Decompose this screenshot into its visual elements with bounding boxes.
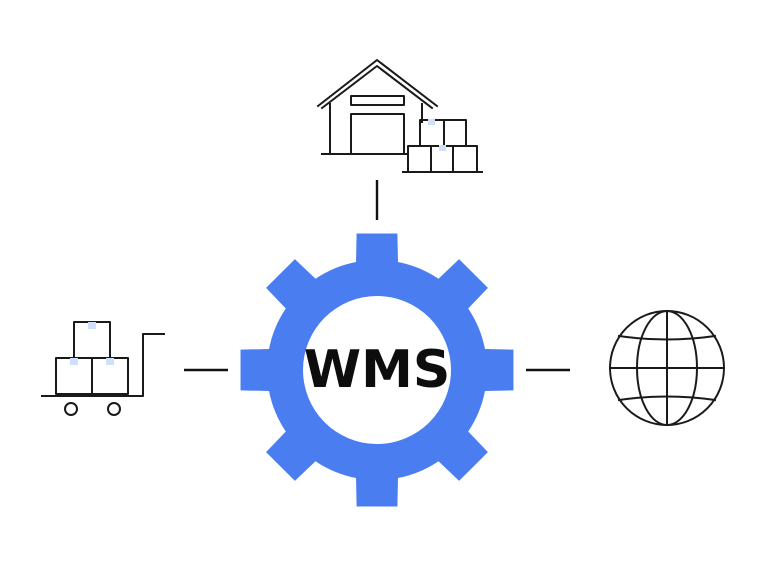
warehouse-icon	[316, 59, 483, 173]
center-label: WMS	[304, 340, 451, 400]
globe-icon	[609, 310, 725, 426]
hand-truck-boxes-icon	[41, 321, 165, 416]
gear-icon	[240, 233, 514, 507]
